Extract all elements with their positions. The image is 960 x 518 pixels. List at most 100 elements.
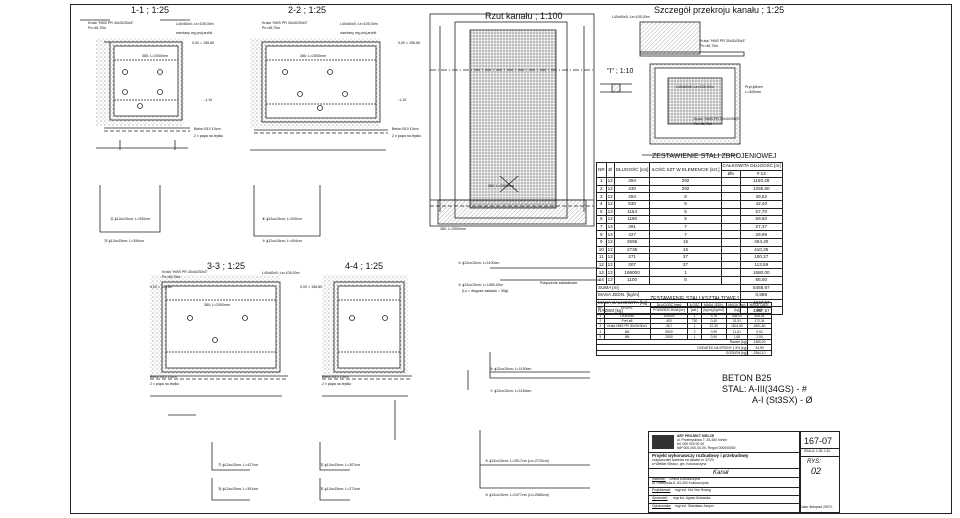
callout-pc-detail: Pc=46,70m (700, 44, 719, 48)
steel-cell: 427 (613, 230, 651, 239)
section-title-detail: Szczegół przekroju kanału ; 1:25 (654, 5, 785, 15)
drawing-scale: SKALA: 1:25; 1:10 (804, 449, 831, 453)
callout-papa-3: 2 x papa na lepiku (150, 382, 180, 386)
steel-cell: 530 (613, 199, 651, 209)
steel-cell: 292 (649, 177, 722, 186)
steel-cell (720, 275, 741, 285)
steel-table: NR Ø DŁUGOŚĆ [cm] ILOŚĆ SZT W ELEMENCIE … (596, 161, 783, 315)
callout-papa-2: 2 x papa na lepiku (392, 134, 422, 138)
callout-pc-2: Pc=46,70m (262, 26, 281, 30)
steel-cell (720, 245, 741, 255)
steel-cell: 1154 (613, 207, 651, 217)
company-phone: tel. 000 000 00 00 (677, 442, 705, 446)
title-block-right: 167-07 SKALA: 1:25; 1:10 RYS: 02 (800, 431, 840, 513)
steel-cell: 12 (605, 237, 615, 247)
steel-cell: 2696 (613, 237, 651, 247)
callout-bar3: ③ ϕ12co15cm; L=494cm (262, 239, 302, 243)
callout-angle-detail: L40x60x5; Le=105,00m (612, 15, 650, 19)
steel-cell: 2735 (613, 245, 651, 255)
steel-cell: 8 (596, 230, 607, 239)
steel-cell: 7 (596, 222, 607, 232)
callout-bar15: ⑮ ϕ12co15cm; L=307cm (320, 463, 361, 467)
callout-beton-4: Beton B10 10cm (322, 375, 349, 379)
author-name: mgr inż. Stanisław Janpol (675, 504, 714, 508)
steel-col-nr: NR (596, 161, 607, 179)
level-0-4: 0,00 = 156,80 (300, 285, 323, 289)
steel-cell: 430 (613, 184, 651, 194)
project-line2: oczyszczalni ścieków na działce nr 37/20 (652, 458, 714, 462)
steel-cell: 12 (605, 215, 615, 224)
steel-summary-label: SUMA [m] (596, 283, 741, 293)
channel-plan (429, 13, 595, 227)
steel-cell: 15 (649, 245, 722, 255)
steel-col-dia: Ø (605, 161, 615, 179)
project-title: Projekt wykonawczy rozbudowy i przebudow… (652, 453, 749, 458)
steel-cell: 6 (596, 215, 607, 224)
project-line3: w Wielkie Kliszcz, gm. Kokoszczyna (652, 462, 707, 466)
profile-col-nr: NR (596, 302, 605, 314)
sheet-number: 02 (811, 466, 822, 476)
steel-cell: 12 (596, 260, 607, 270)
steel-cell: 5 (649, 215, 722, 224)
callout-bar1-3: 380; L=2000mm (204, 303, 231, 307)
callout-lap-length: (Lz = długość zakładu = 50ϕ) (462, 289, 509, 293)
callout-pc-1: Pc=46,70m (88, 26, 107, 30)
steel-cell: 39,52 (739, 192, 783, 201)
section-title-3-3: 3-3 ; 1:25 (207, 261, 246, 271)
callout-angle-detail-2: L40x60x5; Le=105,00m (676, 85, 714, 89)
designer-label: Projektował: (652, 488, 671, 492)
title-block: ART PROJEKT KIELCE ul. Przemysłowa 7; 25… (648, 431, 800, 513)
steel-summary-value: 0,888 (739, 291, 783, 300)
profile-sub-unit: [kg/m],[kg/m2] (700, 307, 727, 314)
material-steel-2: A-I (St3SX) - Ø (752, 395, 813, 405)
callout-bar1-1: 380; L=2000mm (142, 54, 169, 58)
steel-cell: 5 (649, 207, 722, 217)
steel-cell: 14 (596, 275, 607, 285)
steel-cell (720, 207, 741, 217)
steel-cell: 1680,00 (739, 268, 783, 277)
company-name: ART PROJEKT KIELCE (677, 434, 715, 438)
callout-bar11: ⑪ ϕ12co15cm; L=427cm (218, 463, 259, 467)
callout-bar5: ⑤ ϕ12co15cm; L=1080,00m (458, 283, 503, 287)
steel-cell: 1 (596, 177, 607, 186)
steel-cell: 12 (605, 177, 615, 186)
steel-cell: 12 (605, 192, 615, 201)
checker-label: Sprawdził: (652, 496, 668, 500)
steel-cell: 12 (605, 199, 615, 209)
steel-cell: 404,40 (739, 237, 783, 247)
company-address: ul. Przemysłowa 7; 25-450 Kielce (677, 438, 728, 442)
author-label: Opracowała: (652, 504, 672, 508)
callout-beton-2: Beton B10 10cm (392, 127, 419, 131)
callout-bar1-2: 380; L=2000mm (300, 54, 327, 58)
steel-cell: 12 (605, 253, 615, 262)
steel-cell: 13 (596, 268, 607, 277)
callout-pret: Pręt ϕ8mm (745, 85, 763, 89)
steel-col-total: CAŁKOWITA DŁUGOŚĆ [m] (720, 162, 783, 171)
steel-cell: 57,70 (739, 207, 783, 217)
profile-table: NR PROFIL DŁUGOŚĆ [mm] ILOŚĆ MASA JEDN. … (596, 301, 773, 356)
steel-cell: 1150,48 (739, 177, 783, 186)
steel-cell: 11 (596, 253, 607, 262)
callout-bar8: ⑧ ϕ12co15cm; L=530cm (262, 217, 302, 221)
callout-krata-3: Krata "HMS PR 30x30/30x3" (162, 270, 208, 274)
steel-cell: 12 (605, 245, 615, 255)
steel-cell: 12 (605, 184, 615, 194)
drawing-name: Kanał (713, 470, 729, 476)
level-0-1: 0,00 = 156,80 (192, 41, 215, 45)
steel-cell: 113,59 (739, 260, 783, 270)
company-logo (652, 435, 674, 449)
callout-rebar-wg-2: wzmiany wg proj.archit (340, 31, 377, 35)
callout-papa-4: 2 x papa na lepiku (322, 382, 352, 386)
section-3-3 (150, 275, 288, 397)
steel-cell: 7 (649, 230, 722, 239)
steel-cell: 37 (649, 253, 722, 262)
callout-bar1-plan-b: 380; L=2000mm (440, 227, 467, 231)
